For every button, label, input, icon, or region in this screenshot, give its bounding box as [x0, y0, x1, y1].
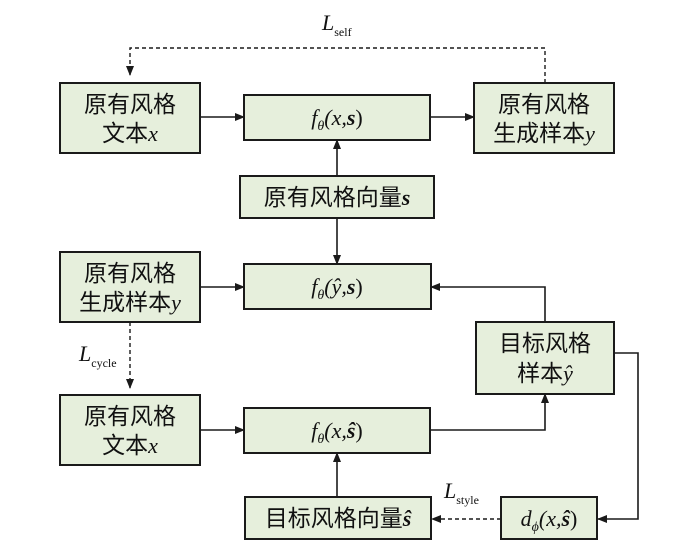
target-sample-box: 目标风格 样本ŷ: [475, 321, 615, 395]
f-theta-x-s-formula: fθ(x,s): [311, 105, 363, 134]
target-style-vector-box: 目标风格向量ŝ: [244, 496, 432, 540]
cycle-loss-label: Lcycle: [78, 341, 117, 370]
style-loss-label: Lstyle: [443, 478, 479, 507]
gen-sample-1-line1: 原有风格: [498, 92, 590, 118]
gen-sample-2-line1: 原有风格: [84, 261, 176, 287]
gen-sample-box-1: 原有风格 生成样本y: [473, 82, 615, 154]
edge-fxshat-to-target-sample: [430, 393, 549, 431]
orig-style-vector-box: 原有风格向量s: [239, 175, 435, 219]
orig-text-2-line2: 文本x: [102, 433, 158, 459]
target-sample-line1: 目标风格: [499, 331, 591, 357]
gen-sample-2-line2: 生成样本y: [79, 290, 181, 316]
target-style-vector-text: 目标风格向量ŝ: [265, 506, 412, 532]
f-theta-x-shat-box: fθ(x,ŝ): [243, 407, 431, 454]
gen-sample-box-2: 原有风格 生成样本y: [59, 251, 201, 323]
discriminator-box: dϕ(x,ŝ): [500, 496, 598, 540]
f-theta-x-shat-formula: fθ(x,ŝ): [311, 418, 363, 447]
orig-text-1-line1: 原有风格: [84, 92, 176, 118]
orig-text-box-1: 原有风格 文本x: [59, 82, 201, 154]
self-loss-label: Lself: [321, 10, 352, 39]
target-sample-line2: 样本ŷ: [517, 361, 573, 387]
edge-target-sample-to-discriminator: [597, 352, 639, 523]
orig-text-2-line1: 原有风格: [84, 404, 176, 430]
orig-style-vector-text: 原有风格向量s: [264, 185, 411, 211]
gen-sample-1-line2: 生成样本y: [493, 121, 595, 147]
self-loss-edge: [126, 47, 546, 83]
orig-text-box-2: 原有风格 文本x: [59, 394, 201, 466]
f-theta-yhat-s-box: fθ(ŷ,s): [243, 263, 432, 310]
discriminator-formula: dϕ(x,ŝ): [521, 506, 578, 535]
f-theta-yhat-s-formula: fθ(ŷ,s): [311, 274, 363, 303]
f-theta-x-s-box: fθ(x,s): [243, 94, 431, 141]
orig-text-1-line2: 文本x: [102, 121, 158, 147]
edge-target-sample-to-fyhats: [430, 283, 546, 322]
